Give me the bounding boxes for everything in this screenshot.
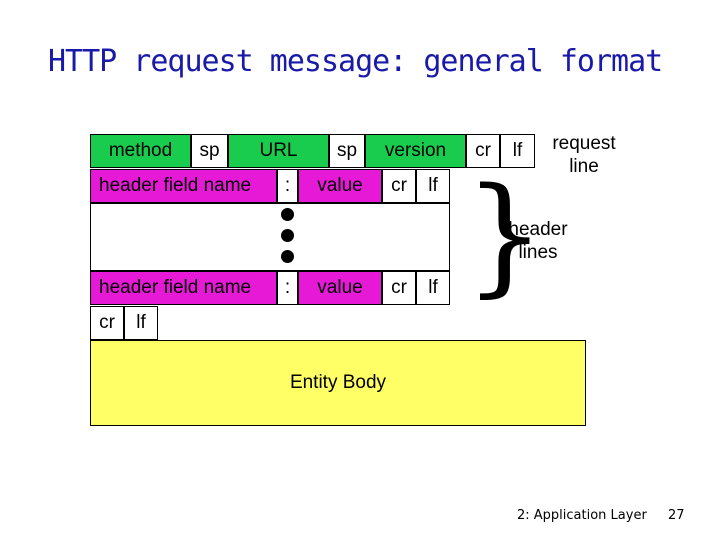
ellipsis-dot [281, 208, 294, 221]
request-method-cell: method [90, 134, 191, 168]
header-value-cell-2: value [298, 271, 382, 305]
entity-body: Entity Body [90, 340, 586, 426]
ellipsis-dot [281, 229, 294, 242]
request-sp1-cell: sp [191, 134, 228, 168]
blank-line-lf-cell: lf [124, 306, 158, 340]
header-cr-cell-1: cr [382, 169, 416, 203]
request-url-cell: URL [228, 134, 329, 168]
header-colon-cell-1: : [277, 169, 298, 203]
header-cr-cell-2: cr [382, 271, 416, 305]
request-lf-cell: lf [500, 134, 535, 168]
header-lines-label: header lines [508, 219, 568, 263]
request-version-cell: version [365, 134, 466, 168]
header-lf-cell-2: lf [416, 271, 450, 305]
request-sp2-cell: sp [329, 134, 365, 168]
header-colon-cell-2: : [277, 271, 298, 305]
blank-line-cr-cell: cr [90, 306, 124, 340]
header-field-name-cell-2: header field name [90, 271, 277, 305]
request-cr-cell: cr [466, 134, 500, 168]
page-number: 27 [668, 508, 685, 523]
footer-chapter: 2: Application Layer [517, 508, 647, 523]
header-lines-brace: } [464, 161, 546, 310]
header-field-name-cell-1: header field name [90, 169, 277, 203]
slide-title: HTTP request message: general format [48, 44, 663, 79]
header-lf-cell-1: lf [416, 169, 450, 203]
ellipsis-dot [281, 250, 294, 263]
request-line-label: request line [552, 133, 616, 177]
header-value-cell-1: value [298, 169, 382, 203]
header-ellipsis-region [90, 203, 450, 271]
